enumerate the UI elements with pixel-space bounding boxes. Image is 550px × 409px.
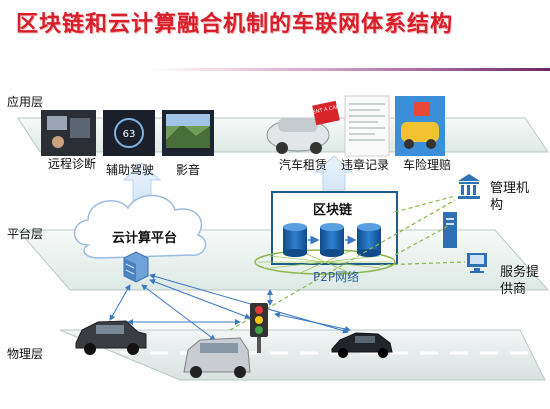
- remote-diagnosis-image: [41, 110, 96, 156]
- suv-vehicle: [75, 320, 147, 355]
- physical-layer-road: [59, 329, 546, 381]
- server-building-icon: [123, 251, 149, 283]
- app-item-assisted-driving: 辅助驾驶: [106, 163, 155, 177]
- p2p-network-label: P2P网络: [313, 270, 360, 284]
- management-institution-label: 管理机构: [490, 181, 530, 213]
- title-underline: [150, 68, 550, 71]
- app-item-media: 影音: [176, 163, 201, 177]
- sedan-vehicle: [331, 332, 393, 358]
- computer-icon: [467, 253, 487, 273]
- violation-record-image: [344, 95, 390, 157]
- insurance-claim-image: [395, 96, 445, 156]
- application-layer-label: 应用层: [7, 95, 44, 109]
- blockchain-to-app-arrow: [314, 155, 354, 191]
- car-rental-image: [266, 100, 340, 154]
- database-node-3: [357, 223, 381, 257]
- cloud-platform-label: 云计算平台: [112, 231, 178, 246]
- bank-building-icon: [458, 174, 480, 199]
- physical-layer-label: 物理层: [7, 347, 44, 361]
- server-tower-icon: [443, 212, 457, 248]
- platform-layer-label: 平台层: [7, 227, 44, 241]
- speed-readout: 63: [123, 129, 136, 140]
- page-title: 区块链和云计算融合机制的车联网体系结构: [16, 11, 454, 37]
- assisted-driving-image: 63: [103, 110, 155, 156]
- communication-arrows: [109, 273, 351, 341]
- app-item-violation-record: 违章记录: [341, 158, 390, 172]
- database-node-2: [320, 223, 344, 257]
- blockchain-label: 区块链: [313, 203, 353, 218]
- database-node-1: [283, 223, 307, 257]
- service-provider-label: 服务提供商: [500, 265, 540, 297]
- traffic-light-icon: [250, 303, 268, 353]
- app-item-car-rental: 汽车租赁: [279, 158, 328, 172]
- app-item-remote-diagnosis: 远程诊断: [48, 157, 97, 171]
- p2p-mesh-lines: [258, 250, 392, 274]
- minivan-vehicle: [183, 337, 251, 378]
- media-image: [162, 110, 214, 156]
- app-item-insurance-claim: 车险理赔: [403, 158, 452, 172]
